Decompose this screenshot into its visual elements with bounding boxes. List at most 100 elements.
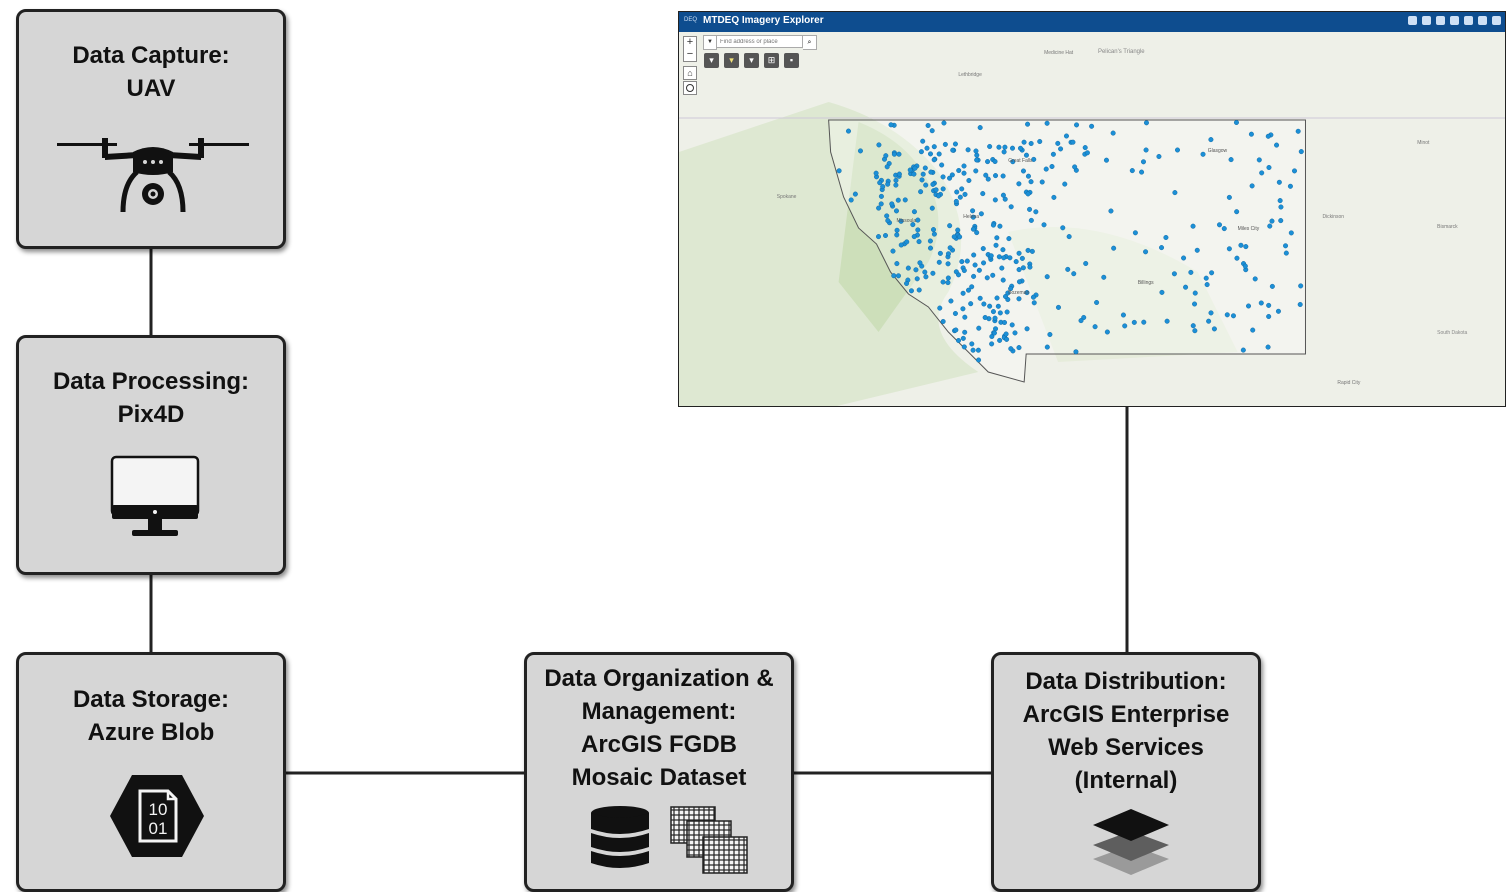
- imagery-site-marker[interactable]: [1006, 236, 1012, 242]
- imagery-site-marker[interactable]: [927, 151, 933, 157]
- imagery-site-marker[interactable]: [993, 326, 999, 332]
- imagery-site-marker[interactable]: [972, 262, 978, 268]
- imagery-site-marker[interactable]: [1004, 336, 1010, 342]
- imagery-site-marker[interactable]: [910, 222, 916, 228]
- imagery-site-marker[interactable]: [1278, 204, 1284, 210]
- imagery-site-marker[interactable]: [1250, 327, 1256, 333]
- imagery-site-marker[interactable]: [878, 193, 884, 199]
- imagery-site-marker[interactable]: [961, 170, 967, 176]
- imagery-site-marker[interactable]: [1000, 247, 1006, 253]
- imagery-site-marker[interactable]: [1000, 173, 1006, 179]
- imagery-site-marker[interactable]: [885, 218, 891, 224]
- imagery-site-marker[interactable]: [915, 227, 921, 233]
- imagery-site-marker[interactable]: [977, 295, 983, 301]
- imagery-site-marker[interactable]: [1062, 181, 1068, 187]
- imagery-site-marker[interactable]: [1044, 344, 1050, 350]
- imagery-site-marker[interactable]: [1110, 130, 1116, 136]
- imagery-site-marker[interactable]: [894, 232, 900, 238]
- imagery-site-marker[interactable]: [962, 329, 968, 335]
- imagery-site-marker[interactable]: [945, 280, 951, 286]
- imagery-site-marker[interactable]: [964, 258, 970, 264]
- imagery-site-marker[interactable]: [904, 239, 910, 245]
- imagery-site-marker[interactable]: [956, 338, 962, 344]
- imagery-site-marker[interactable]: [883, 153, 889, 159]
- imagery-site-marker[interactable]: [1238, 242, 1244, 248]
- imagery-site-marker[interactable]: [894, 261, 900, 267]
- apps-icon[interactable]: [1492, 16, 1501, 25]
- imagery-site-marker[interactable]: [1012, 330, 1018, 336]
- imagery-site-marker[interactable]: [960, 335, 966, 341]
- imagery-site-marker[interactable]: [931, 157, 937, 163]
- imagery-site-marker[interactable]: [952, 141, 958, 147]
- imagery-site-marker[interactable]: [1002, 320, 1008, 326]
- imagery-site-marker[interactable]: [898, 218, 904, 224]
- imagery-site-marker[interactable]: [1000, 192, 1006, 198]
- imagery-site-marker[interactable]: [1043, 166, 1049, 172]
- imagery-site-marker[interactable]: [1174, 147, 1180, 153]
- imagery-site-marker[interactable]: [1071, 271, 1077, 277]
- imagery-site-marker[interactable]: [996, 254, 1002, 260]
- imagery-site-marker[interactable]: [1252, 276, 1258, 282]
- imagery-site-marker[interactable]: [876, 205, 882, 211]
- imagery-site-marker[interactable]: [970, 226, 976, 232]
- imagery-site-marker[interactable]: [1016, 267, 1022, 273]
- imagery-site-marker[interactable]: [1204, 282, 1210, 288]
- imagery-site-marker[interactable]: [884, 164, 890, 170]
- imagery-site-marker[interactable]: [1020, 265, 1026, 271]
- imagery-site-marker[interactable]: [1016, 279, 1022, 285]
- imagery-site-marker[interactable]: [898, 242, 904, 248]
- imagery-site-marker[interactable]: [1008, 346, 1014, 352]
- imagery-site-marker[interactable]: [1044, 274, 1050, 280]
- imagery-site-marker[interactable]: [973, 168, 979, 174]
- imagery-site-marker[interactable]: [930, 270, 936, 276]
- filter-icon[interactable]: ▾: [704, 53, 719, 68]
- imagery-site-marker[interactable]: [914, 276, 920, 282]
- imagery-site-marker[interactable]: [891, 151, 897, 157]
- imagery-site-marker[interactable]: [893, 208, 899, 214]
- imagery-site-marker[interactable]: [876, 142, 882, 148]
- imagery-site-marker[interactable]: [977, 125, 983, 131]
- imagery-site-marker[interactable]: [976, 325, 982, 331]
- imagery-site-marker[interactable]: [1047, 332, 1053, 338]
- imagery-site-marker[interactable]: [923, 274, 929, 280]
- imagery-site-marker[interactable]: [1275, 308, 1281, 314]
- imagery-site-marker[interactable]: [1003, 331, 1009, 337]
- imagery-site-marker[interactable]: [927, 245, 933, 251]
- imagery-site-marker[interactable]: [1141, 319, 1147, 325]
- imagery-site-marker[interactable]: [1055, 304, 1061, 310]
- imagery-site-marker[interactable]: [980, 246, 986, 252]
- imagery-site-marker[interactable]: [994, 295, 1000, 301]
- home-button[interactable]: ⌂: [683, 66, 697, 80]
- imagery-site-marker[interactable]: [929, 128, 935, 134]
- imagery-site-marker[interactable]: [1017, 145, 1023, 151]
- imagery-site-marker[interactable]: [1024, 290, 1030, 296]
- imagery-site-marker[interactable]: [1292, 168, 1298, 174]
- imagery-site-marker[interactable]: [1131, 319, 1137, 325]
- imagery-site-marker[interactable]: [1008, 204, 1014, 210]
- imagery-site-marker[interactable]: [918, 189, 924, 195]
- imagery-site-marker[interactable]: [920, 138, 926, 144]
- imagery-site-marker[interactable]: [1039, 179, 1045, 185]
- imagery-site-marker[interactable]: [894, 227, 900, 233]
- imagery-site-marker[interactable]: [848, 197, 854, 203]
- imagery-site-marker[interactable]: [911, 234, 917, 240]
- imagery-site-marker[interactable]: [1159, 289, 1165, 295]
- imagery-site-marker[interactable]: [1027, 264, 1033, 270]
- imagery-site-marker[interactable]: [1002, 144, 1008, 150]
- imagery-site-marker[interactable]: [913, 267, 919, 273]
- imagery-site-marker[interactable]: [1208, 137, 1214, 143]
- imagery-site-marker[interactable]: [980, 191, 986, 197]
- imagery-site-marker[interactable]: [884, 213, 890, 219]
- imagery-site-marker[interactable]: [876, 234, 882, 240]
- imagery-site-marker[interactable]: [1074, 122, 1080, 128]
- imagery-site-marker[interactable]: [1019, 255, 1025, 261]
- imagery-site-marker[interactable]: [888, 122, 894, 128]
- imagery-site-marker[interactable]: [1172, 190, 1178, 196]
- imagery-site-marker[interactable]: [978, 211, 984, 217]
- imagery-site-marker[interactable]: [1025, 247, 1031, 253]
- imagery-site-marker[interactable]: [984, 275, 990, 281]
- image-icon[interactable]: ▪: [784, 53, 799, 68]
- imagery-site-marker[interactable]: [995, 303, 1001, 309]
- imagery-site-marker[interactable]: [877, 180, 883, 186]
- imagery-site-marker[interactable]: [1297, 302, 1303, 308]
